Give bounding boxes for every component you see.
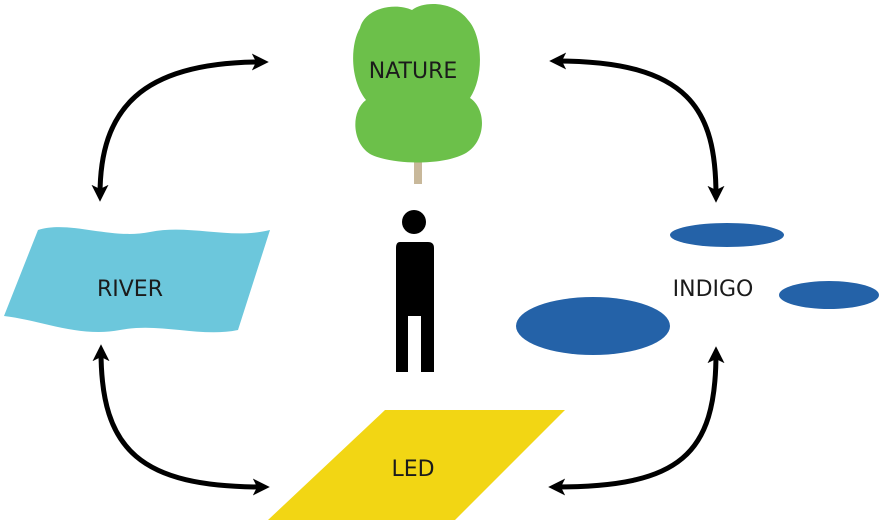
indigo-ellipse-large (516, 297, 670, 355)
indigo-node: INDIGO (516, 223, 879, 355)
river-label: RIVER (97, 277, 163, 302)
nature-node: NATURE (353, 4, 482, 184)
indigo-ellipse-top (670, 223, 784, 247)
person-icon (396, 210, 434, 372)
arrow-river-nature (91, 53, 269, 202)
nature-label: NATURE (369, 59, 458, 84)
indigo-label: INDIGO (673, 277, 754, 302)
led-label: LED (391, 457, 434, 482)
led-shape (268, 410, 565, 520)
led-node: LED (268, 410, 565, 520)
river-shape (4, 227, 270, 333)
person-body (396, 242, 434, 372)
tree-canopy (353, 4, 482, 163)
person-head (402, 210, 426, 234)
river-node: RIVER (4, 227, 270, 333)
indigo-ellipse-right (779, 281, 879, 309)
tree-trunk (414, 150, 422, 184)
arrow-nature-indigo (549, 52, 725, 203)
arrow-led-indigo (548, 346, 725, 496)
arrow-river-led (92, 344, 270, 496)
